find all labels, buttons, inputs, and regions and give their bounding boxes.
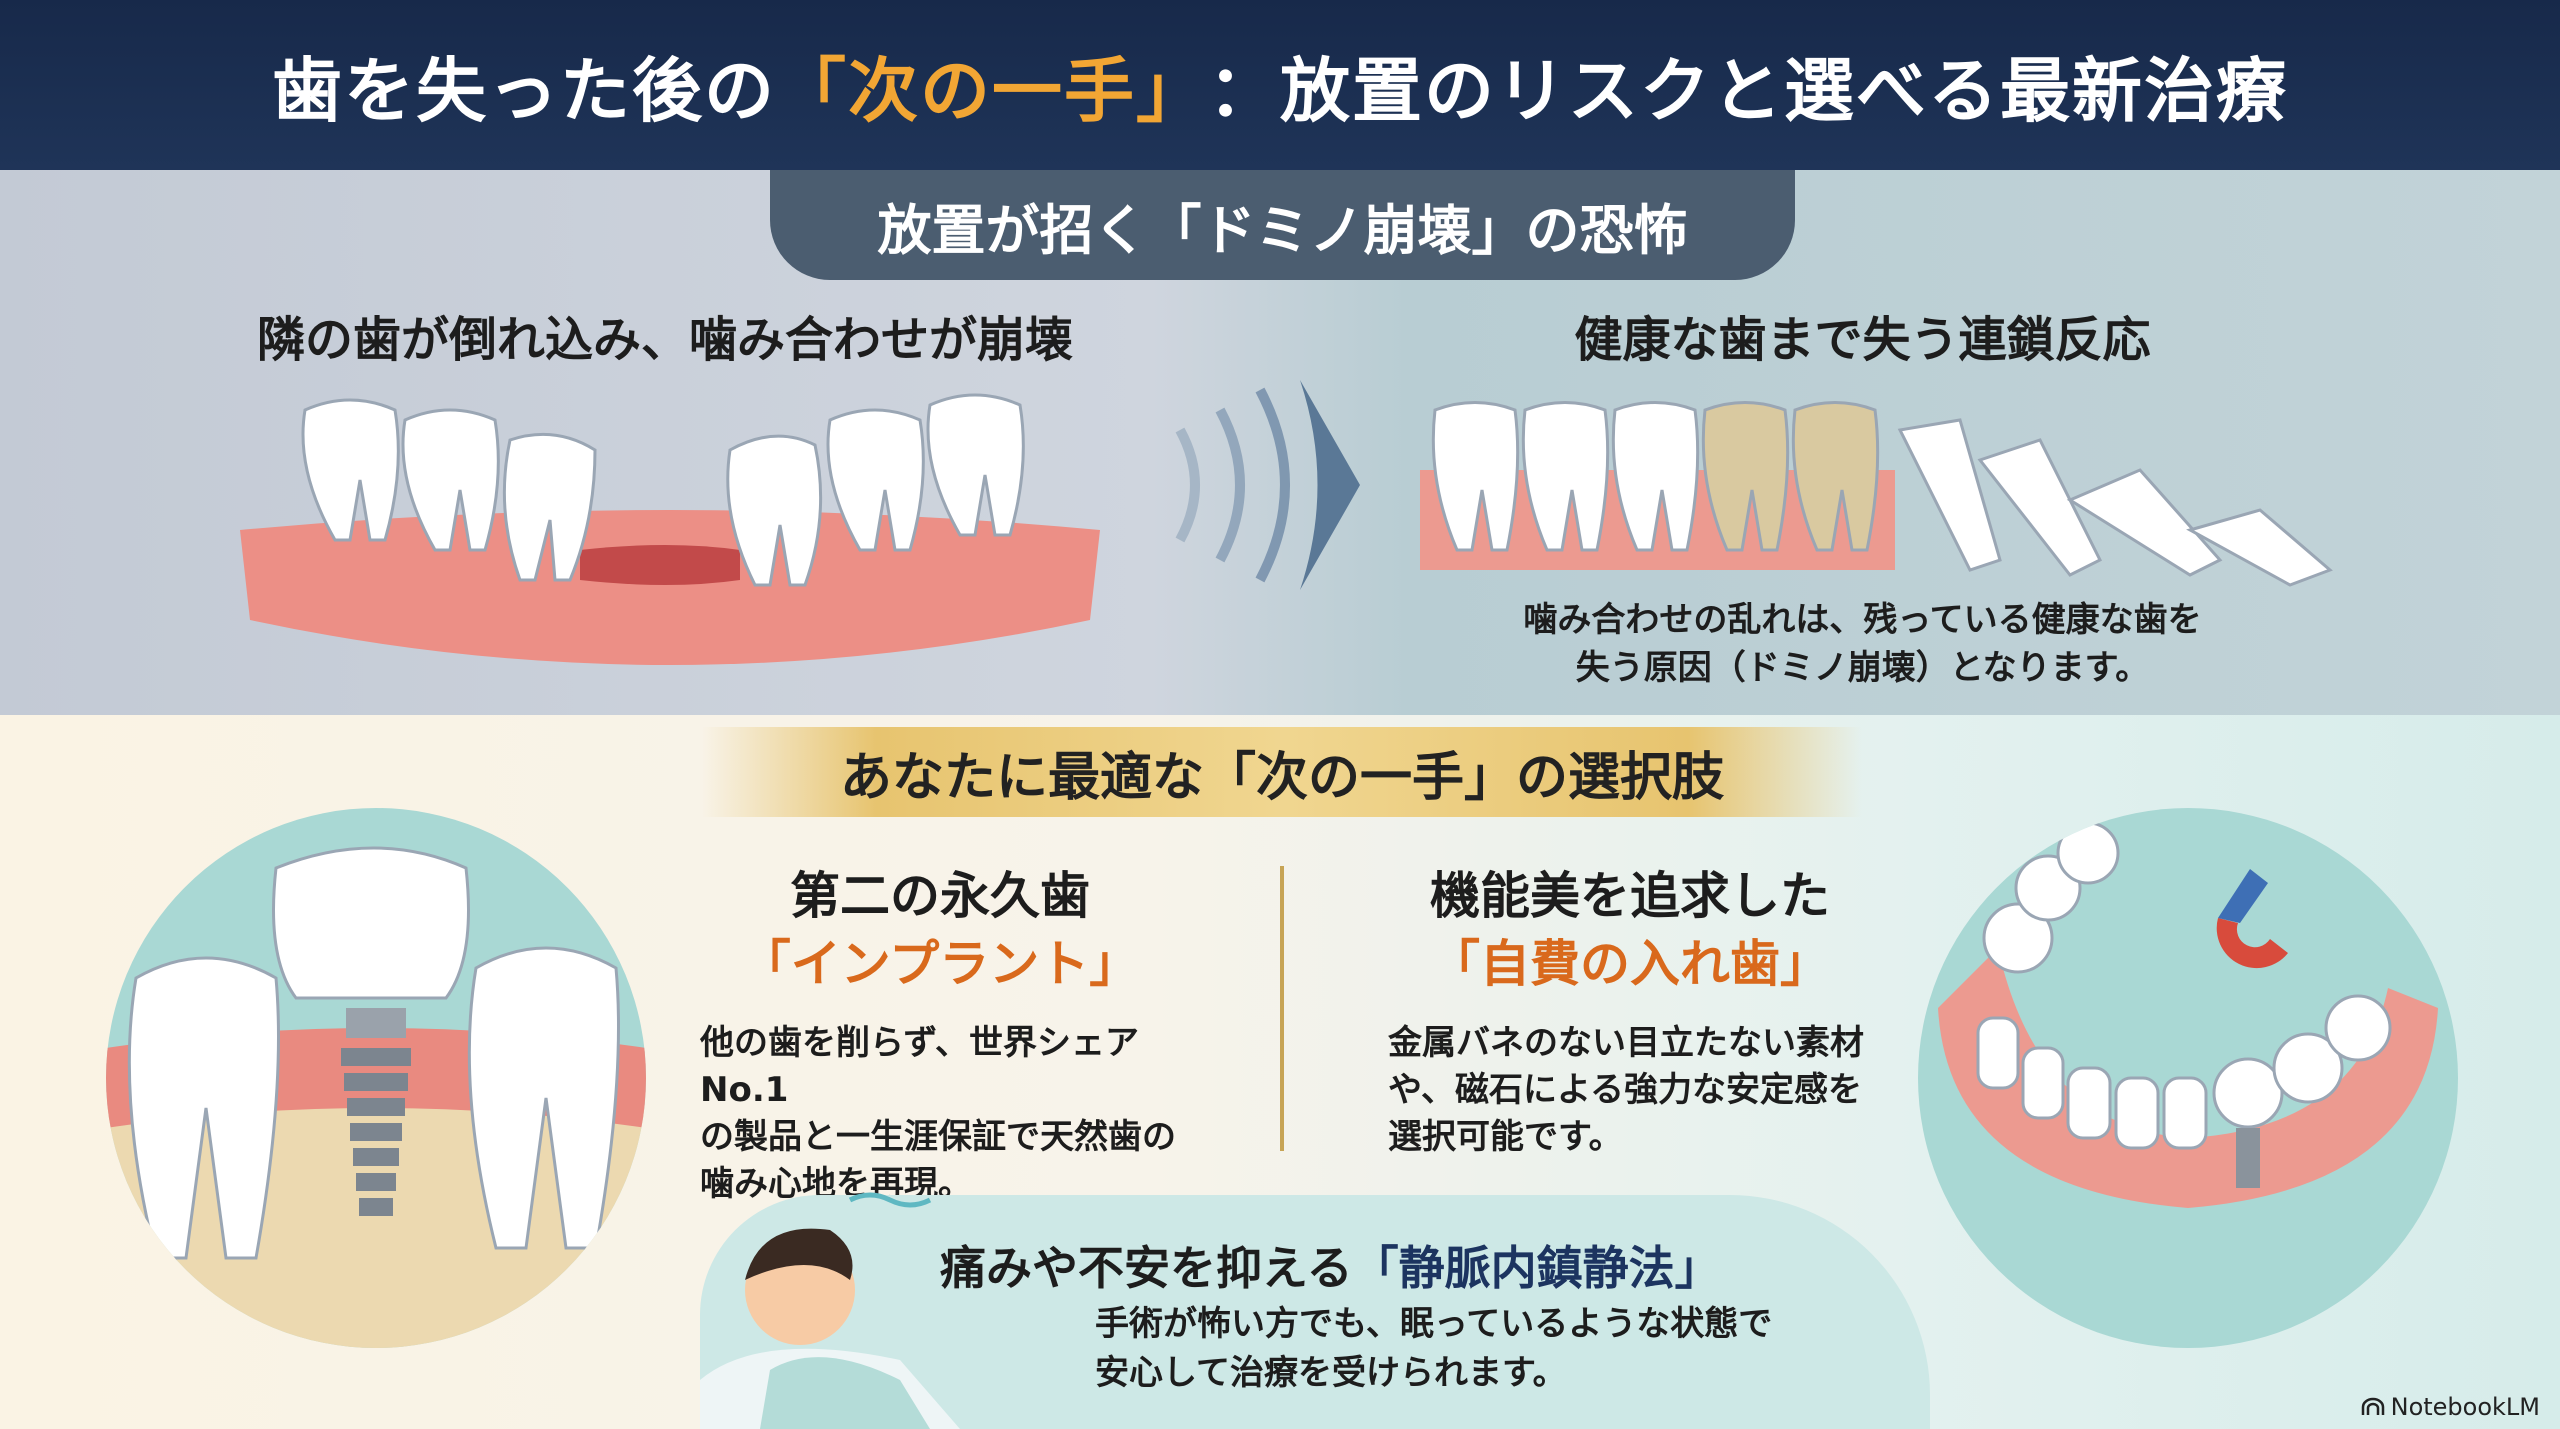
notebooklm-logo-icon: [2361, 1397, 2384, 1415]
title-post: ：放置のリスクと選べる最新治療: [1208, 49, 2288, 132]
brand-name: NotebookLM: [2390, 1393, 2540, 1421]
left-heading: 隣の歯が倒れ込み、噛み合わせが崩壊: [256, 312, 1073, 368]
body-line: 他の歯を削らず、世界シェアNo.1: [700, 1023, 1139, 1110]
brand-watermark: NotebookLM: [2361, 1393, 2540, 1421]
implant-heading: 第二の永久歯「インプラント」: [680, 862, 1200, 998]
column-divider: [1280, 866, 1284, 1151]
implant-subtitle: 第二の永久歯: [790, 867, 1090, 925]
sedation-body: 手術が怖い方でも、眠っているような状態で 安心して治療を受けられます。: [1095, 1300, 1772, 1398]
body-line: 選択可能です。: [1388, 1117, 1623, 1157]
options-banner: あなたに最適な「次の一手」の選択肢: [702, 727, 1862, 817]
caption-line: 噛み合わせの乱れは、残っている健康な歯を: [1523, 600, 2202, 640]
sedation-title-pre: 痛みや不安を抑える: [940, 1241, 1353, 1295]
title-highlight: 「次の一手」: [776, 49, 1208, 132]
body-line: や、磁石による強力な安定感を: [1388, 1070, 1862, 1110]
right-heading: 健康な歯まで失う連鎖反応: [1574, 312, 2151, 368]
denture-option: 機能美を追求した「自費の入れ歯」 金属バネのない目立たない素材 や、磁石による強…: [1370, 862, 1890, 1161]
denture-name: 「自費の入れ歯」: [1430, 935, 1830, 993]
denture-illustration: [1918, 808, 2458, 1348]
page-title: 歯を失った後の「次の一手」：放置のリスクと選べる最新治療: [0, 0, 2560, 170]
domino-teeth-illustration: [1420, 401, 2333, 587]
sedation-title: 痛みや不安を抑える「静脈内鎮静法」: [940, 1232, 1721, 1298]
denture-body: 金属バネのない目立たない素材 や、磁石による強力な安定感を 選択可能です。: [1370, 1020, 1890, 1161]
collapsed-teeth-illustration: [240, 393, 1100, 665]
body-line: 金属バネのない目立たない素材: [1388, 1023, 1864, 1063]
sleeping-patient-illustration: [700, 1192, 960, 1429]
risk-caption: 噛み合わせの乱れは、残っている健康な歯を 失う原因（ドミノ崩壊）となります。: [1400, 596, 2325, 692]
risk-banner: 放置が招く「ドミノ崩壊」の恐怖: [770, 170, 1795, 280]
implant-illustration: [106, 808, 646, 1348]
chevron-arrow-icon: [1175, 380, 1360, 590]
denture-heading: 機能美を追求した「自費の入れ歯」: [1370, 862, 1890, 998]
caption-line: 失う原因（ドミノ崩壊）となります。: [1575, 648, 2150, 688]
implant-option: 第二の永久歯「インプラント」 他の歯を削らず、世界シェアNo.1 の製品と一生涯…: [680, 862, 1200, 1208]
body-line: の製品と一生涯保証で天然歯の: [700, 1117, 1176, 1157]
implant-name: 「インプラント」: [740, 935, 1140, 993]
body-line: 手術が怖い方でも、眠っているような状態で: [1095, 1304, 1773, 1344]
sedation-title-highlight: 「静脈内鎮静法」: [1352, 1241, 1721, 1295]
title-pre: 歯を失った後の: [272, 49, 776, 132]
denture-subtitle: 機能美を追求した: [1430, 867, 1830, 925]
body-line: 安心して治療を受けられます。: [1095, 1353, 1567, 1393]
